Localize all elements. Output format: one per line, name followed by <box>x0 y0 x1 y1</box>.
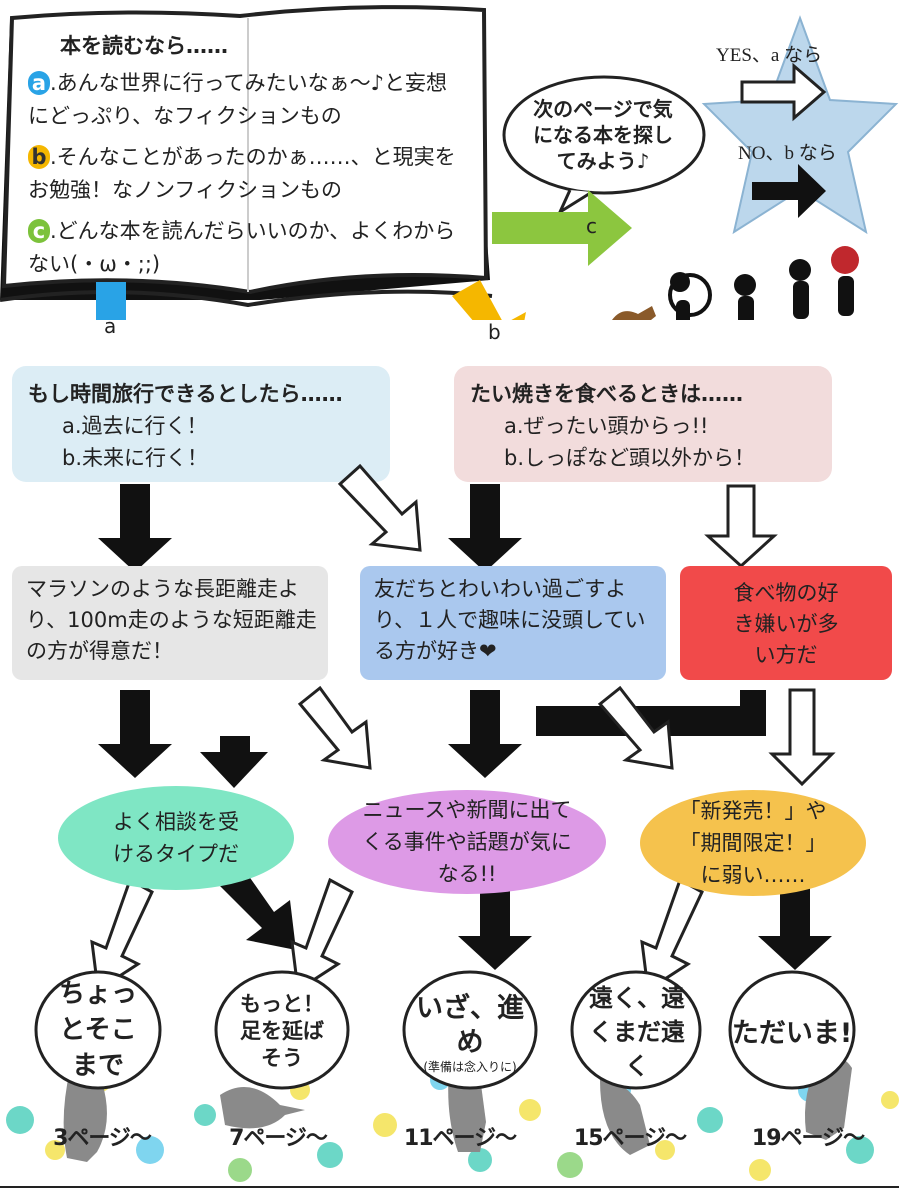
arrow-c-label: c <box>586 214 597 238</box>
result-4-page[interactable]: 15ページ～ <box>573 1126 687 1151</box>
option-b: b.そんなことがあったのかぁ……、と現実をお勉強！なノンフィクションもの <box>28 141 468 207</box>
friends-text: 友だちとわいわい過ごすより、１人で趣味に没頭している方が好き❤ <box>374 577 646 663</box>
option-b-badge: b <box>28 145 50 169</box>
arrow-c-green <box>492 190 632 266</box>
arrow-b-label: b <box>488 320 501 344</box>
speech-bubble-text: 次のページで気になる本を探してみよう♪ <box>533 97 673 173</box>
food-text: 食べ物の好き嫌いが多い方だ <box>733 581 839 667</box>
option-b-text: .そんなことがあったのかぁ……、と現実をお勉強！なノンフィクションもの <box>28 145 456 202</box>
result-2-page[interactable]: 7ページ～ <box>229 1126 328 1151</box>
trait-news: ニュースや新聞に出てくる事件や話題が気になる!! <box>328 790 606 894</box>
taiyaki-option-b: b.しっぽなど頭以外から！ <box>504 446 756 470</box>
option-c: c.どんな本を読んだらいいのか、よくわからない(・ω・;;) <box>28 215 468 281</box>
yes-arrow-white <box>740 62 827 122</box>
news-text: ニュースや新聞に出てくる事件や話題が気になる!! <box>362 798 572 886</box>
arrow-a-label: a <box>104 314 117 338</box>
book-title: 本を読むなら…… <box>60 34 228 58</box>
trait-new-products: 「新発売！」や「期間限定！」に弱い…… <box>640 790 866 896</box>
book-prompt: 本を読むなら…… a.あんな世界に行ってみたいなぁ～♪と妄想にどっぷり、なフィク… <box>28 30 468 289</box>
trait-friends: 友だちとわいわい過ごすより、１人で趣味に没頭している方が好き❤ <box>360 566 666 680</box>
yes-label: YES、a なら <box>716 45 823 66</box>
open-book <box>0 5 493 308</box>
new-products-text: 「新発売！」や「期間限定！」に弱い…… <box>679 799 827 887</box>
no-arrow-black <box>752 164 826 218</box>
option-a-text: .あんな世界に行ってみたいなぁ～♪と妄想にどっぷり、なフィクションもの <box>28 71 448 128</box>
band-illustration <box>612 246 859 320</box>
taiyaki-title: たい焼きを食べるときは…… <box>470 382 743 406</box>
arrow-a-blue <box>96 282 126 320</box>
result-3-note: (準備は念入りに) <box>423 1060 517 1074</box>
consult-text: よく相談を受けるタイプだ <box>113 810 239 866</box>
question-time-travel: もし時間旅行できるとしたら…… a.過去に行く！ b.未来に行く！ <box>12 366 390 482</box>
time-travel-option-b: b.未来に行く！ <box>62 446 209 470</box>
option-c-text: .どんな本を読んだらいいのか、よくわからない(・ω・;;) <box>28 219 456 276</box>
trait-food: 食べ物の好き嫌いが多い方だ <box>680 566 892 680</box>
option-a: a.あんな世界に行ってみたいなぁ～♪と妄想にどっぷり、なフィクションもの <box>28 67 468 133</box>
marathon-text: マラソンのような長距離走より、100m走のような短距離走の方が得意だ！ <box>26 577 317 663</box>
bottom-rule <box>0 1186 899 1188</box>
result-5-page[interactable]: 19ページ～ <box>751 1126 865 1151</box>
trait-marathon: マラソンのような長距離走より、100m走のような短距離走の方が得意だ！ <box>12 566 328 680</box>
time-travel-title: もし時間旅行できるとしたら…… <box>28 382 343 406</box>
result-4-label: 遠く、遠くまだ遠く <box>589 984 685 1080</box>
result-3: いざ、進め (準備は念入りに) <box>404 993 536 1074</box>
result-5-label: ただいま! <box>731 1017 853 1049</box>
option-a-badge: a <box>28 71 50 95</box>
result-3-page[interactable]: 11ページ～ <box>403 1126 517 1151</box>
result-2-label: もっと！足を延ばそう <box>240 991 324 1070</box>
result-3-label: いざ、進め <box>416 993 524 1058</box>
time-travel-option-a: a.過去に行く！ <box>62 414 208 438</box>
flow-arrows <box>90 463 836 993</box>
no-label: NO、b なら <box>738 143 837 164</box>
taiyaki-option-a: a.ぜったい頭からっ!! <box>504 414 709 438</box>
arrow-b-yellow <box>452 280 526 320</box>
option-c-badge: c <box>28 219 50 243</box>
question-taiyaki: たい焼きを食べるときは…… a.ぜったい頭からっ!! b.しっぽなど頭以外から！ <box>454 366 832 482</box>
legend-graphics <box>96 15 899 320</box>
result-1-label: ちょっとそこまで <box>58 979 137 1081</box>
result-1-page[interactable]: 3ページ～ <box>53 1126 152 1151</box>
trait-consult: よく相談を受けるタイプだ <box>58 786 294 890</box>
speech-bubble-shape <box>502 75 706 195</box>
